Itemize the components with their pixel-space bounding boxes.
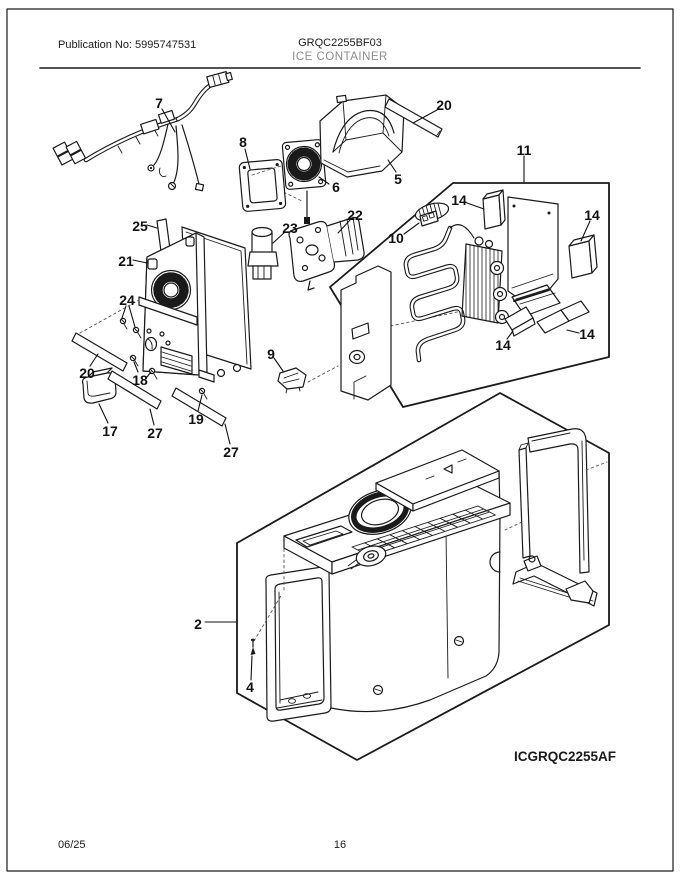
callout-leader [121,305,127,319]
callout-leader [161,108,176,133]
callout-leader [273,357,284,372]
part-20-seal-strip-top [251,98,443,176]
callout-label: 20 [79,365,95,381]
callout-leader [506,330,514,340]
part-8-fan-gasket [238,158,287,212]
evaporator-coil [449,224,510,325]
part-22-auger-motor [288,216,365,291]
callout-leader [98,403,109,424]
callout-leader [566,329,580,334]
callout-label: 2 [194,616,202,632]
callout-label: 6 [332,179,340,195]
callout-leader [403,222,420,235]
callout-label: 20 [436,97,452,113]
page-border [6,8,674,872]
callout-leader [149,408,155,426]
drawing-code: ICGRQC2255AF [513,749,616,764]
part-18-screws [129,354,158,380]
part-23-water-valve [247,226,279,280]
callout-leader [387,159,397,173]
callout-label: 14 [584,207,600,223]
callout-label: 27 [147,425,163,441]
container-border [236,392,610,761]
callout-label: 18 [132,372,148,388]
callout-leader [132,259,148,264]
page-title: ICE CONTAINER [292,51,388,63]
callout-leader [244,148,251,170]
callout-leader [412,109,438,124]
callout-label: 14 [451,192,467,208]
part-7-wiring-harness [52,71,303,202]
callout-label: 22 [347,207,363,223]
callout-label: 10 [388,230,404,246]
callout-leader [337,219,351,234]
callout-leader [466,202,485,210]
model-number: GRQC2255BF03 [298,37,382,49]
evaporator-cover-panel [340,265,392,401]
container-top-tray [283,478,511,575]
callout-label: 23 [282,220,298,236]
part-24-screws [119,317,142,339]
part-4-screw [250,593,283,655]
callout-leader [128,305,136,328]
callout-label: 9 [267,346,275,362]
inset-box-border [329,182,610,408]
callout-label: 17 [102,423,118,439]
footer-page-number: 16 [333,839,347,851]
evaporator-rear-panel [507,196,561,317]
callout-leader [146,371,152,378]
callout-leader [580,220,591,242]
callout-label: 14 [495,337,511,353]
callout-leader [133,361,139,373]
callout-label: 14 [579,326,595,342]
publication-number: Publication No: 5995747531 [58,39,197,51]
callout-leader [318,176,330,185]
part-14-foam-blocks [482,189,598,337]
callout-label: 8 [239,134,247,150]
callout-label: 4 [246,679,254,695]
callout-label: 11 [517,142,532,158]
callout-leader [197,394,203,412]
callout-leader [89,353,99,367]
callout-leader [272,231,286,244]
callout-label: 7 [155,95,163,111]
part-11-evaporator-box [329,182,610,408]
part-19-screw [198,387,208,400]
part-9-clip [277,365,339,394]
defrost-heater [403,202,466,363]
callout-label: 24 [119,292,135,308]
container-rail-bracket [512,555,598,607]
callout-label: 5 [394,171,402,187]
footer-date: 06/25 [58,839,86,851]
part-10-sensor [419,210,439,227]
callout-leader [146,224,158,229]
part-6-fan [281,139,327,224]
part-5-fan-shroud [319,94,405,178]
callout-label: 25 [132,218,148,234]
callout-label: 19 [188,411,204,427]
container-lid [375,449,500,512]
container-side-rails [518,428,590,574]
callout-label: 21 [118,253,134,269]
part-17-fill-cup [81,367,117,404]
part-20-seal-strip-left [71,299,140,372]
callout-label: 27 [223,444,239,460]
callout-leader [224,423,231,445]
callout-leader [250,655,253,681]
part-21-ice-crusher-unit [138,226,252,383]
part-2-ice-container [236,392,610,761]
